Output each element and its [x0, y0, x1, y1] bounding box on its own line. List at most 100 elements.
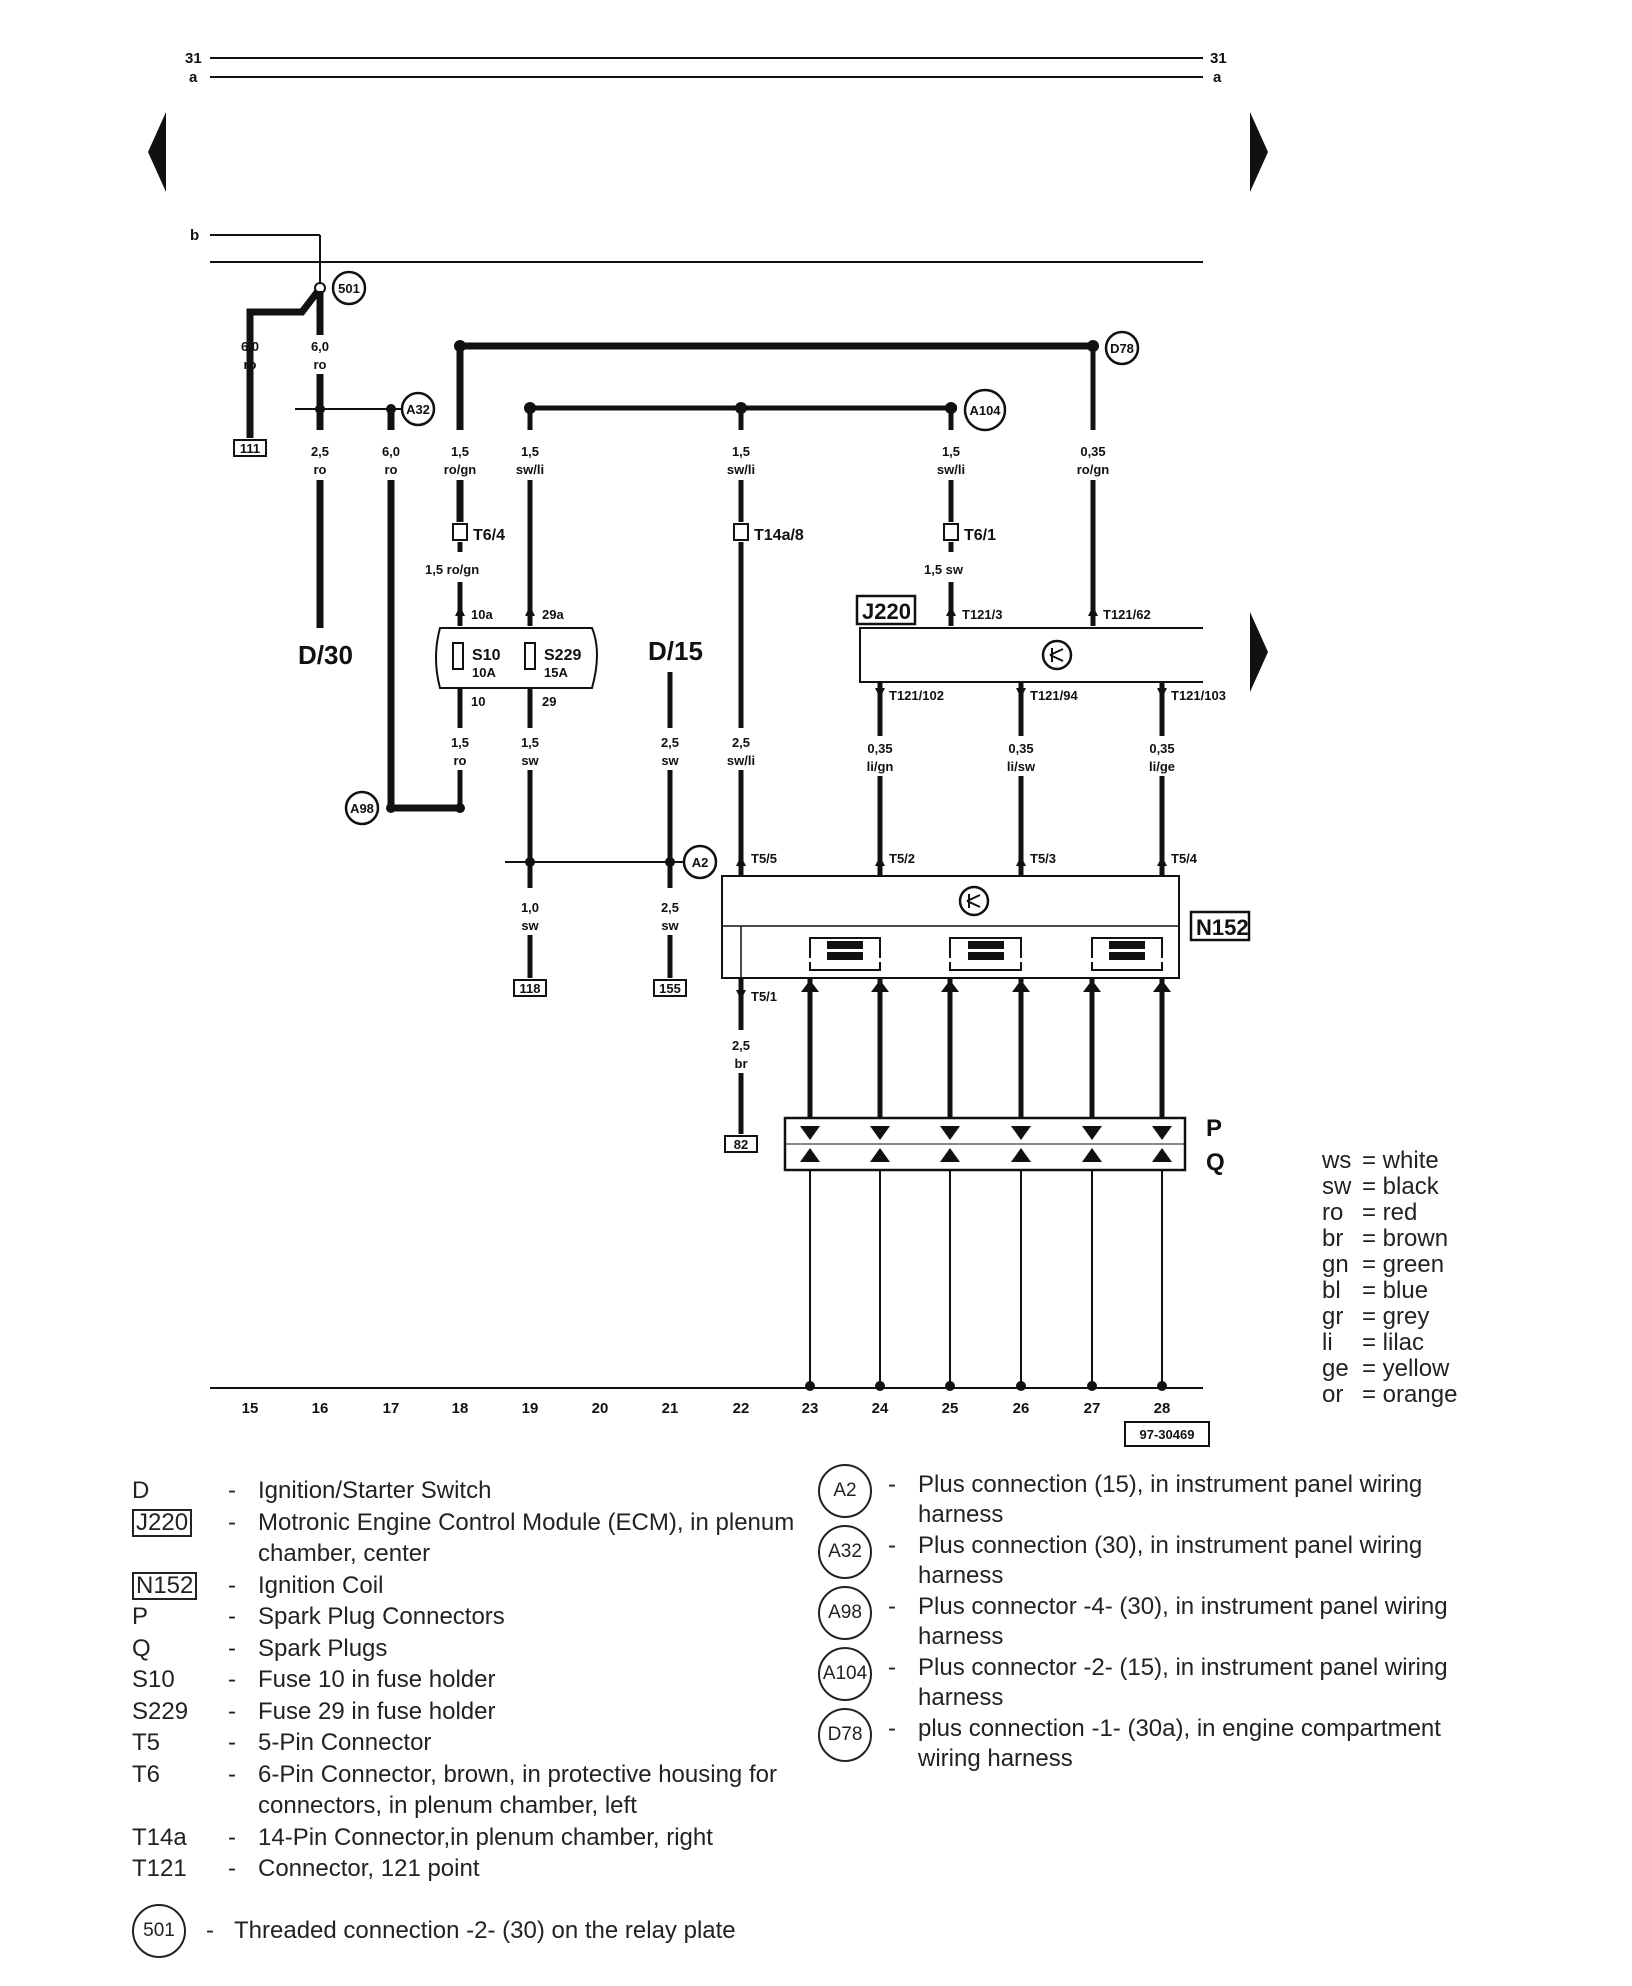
legend-desc: Ignition Coil	[258, 1571, 384, 1599]
track-number: 20	[592, 1400, 609, 1417]
legend-code: S10	[132, 1666, 175, 1693]
track-number: 24	[872, 1400, 889, 1417]
legend-desc: Plus connector -4- (30), in instrument p…	[918, 1593, 1448, 1650]
svg-text:29: 29	[542, 694, 556, 709]
color-code: li	[1322, 1329, 1333, 1356]
svg-text:T121/62: T121/62	[1103, 607, 1151, 622]
legend-row: A98-Plus connector -4- (30), in instrume…	[818, 1586, 1478, 1653]
legend-row: A2-Plus connection (15), in instrument p…	[818, 1464, 1478, 1531]
track-number: 21	[662, 1400, 679, 1417]
svg-text:6,0: 6,0	[311, 339, 329, 354]
svg-text:li/gn: li/gn	[867, 759, 894, 774]
svg-text:sw/li: sw/li	[727, 753, 755, 768]
legend-row: T14a-14-Pin Connector,in plenum chamber,…	[132, 1822, 812, 1854]
switch-d30-label: D/30	[298, 640, 353, 670]
track-number: 26	[1013, 1400, 1030, 1417]
wiring-diagram: 31 a 31 a b 501 6,0 ro 111 6,0 ro A32 2,…	[148, 50, 1268, 1447]
color-name: = brown	[1362, 1225, 1449, 1252]
svg-text:2,5: 2,5	[661, 900, 679, 915]
color-name: = lilac	[1362, 1329, 1425, 1356]
ground-a104-marker	[963, 388, 1007, 432]
legend-row: D-Ignition/Starter Switch	[132, 1475, 812, 1507]
svg-text:T121/103: T121/103	[1171, 688, 1226, 703]
legend-circle: A98	[818, 1586, 872, 1640]
track-number: 16	[312, 1400, 329, 1417]
legend-row: J220-Motronic Engine Control Module (ECM…	[132, 1507, 812, 1570]
spark-plugs-label: Q	[1206, 1149, 1225, 1176]
svg-text:ro: ro	[314, 357, 327, 372]
track-number: 15	[242, 1400, 259, 1417]
svg-text:A2: A2	[692, 855, 709, 870]
color-code: ge	[1322, 1355, 1349, 1382]
legend-circle: D78	[818, 1708, 872, 1762]
figure-id-box	[1124, 1421, 1210, 1447]
legend-row: S229-Fuse 29 in fuse holder	[132, 1696, 812, 1728]
legend-circle: A104	[818, 1647, 872, 1701]
svg-text:br: br	[735, 1056, 748, 1071]
ref-118	[513, 979, 547, 997]
ecm-box	[859, 627, 1203, 683]
rail-31-label-left: 31	[185, 50, 202, 67]
svg-text:29a: 29a	[542, 607, 564, 622]
color-code: gn	[1322, 1251, 1349, 1278]
rail-a-label-right: a	[1213, 69, 1222, 86]
legend-dash: -	[228, 1729, 236, 1756]
color-name: = grey	[1362, 1303, 1430, 1330]
ground-a32-marker	[400, 391, 436, 427]
legend-desc: Plus connector -2- (15), in instrument p…	[918, 1654, 1448, 1711]
legend-row: A104-Plus connector -2- (15), in instrum…	[818, 1647, 1478, 1714]
continue-right-arrow-2	[1250, 612, 1268, 692]
legend-circle: A32	[818, 1525, 872, 1579]
svg-text:ro: ro	[244, 357, 257, 372]
legend-circle: A2	[818, 1464, 872, 1518]
connector-t14a-8: T14a/8	[754, 527, 804, 544]
legend-dash: -	[228, 1634, 236, 1662]
svg-text:ro: ro	[385, 462, 398, 477]
legend-desc: 6-Pin Connector, brown, in protective ho…	[258, 1760, 777, 1820]
rail-b-label: b	[190, 227, 199, 244]
ecm-label: J220	[862, 599, 911, 624]
color-name: = yellow	[1362, 1355, 1450, 1382]
svg-text:10a: 10a	[471, 607, 493, 622]
track-number: 22	[733, 1400, 750, 1417]
legend-desc: Plus connection (30), in instrument pane…	[918, 1532, 1423, 1589]
svg-text:li/sw: li/sw	[1007, 759, 1036, 774]
legend-circle: 501	[132, 1904, 186, 1958]
svg-text:6,0: 6,0	[382, 444, 400, 459]
coil-windings	[809, 937, 1163, 971]
svg-text:sw: sw	[661, 753, 679, 768]
svg-text:ro/gn: ro/gn	[444, 462, 477, 477]
svg-text:sw/li: sw/li	[937, 462, 965, 477]
spark-plug-arrows	[800, 1126, 1172, 1162]
legend-row: P-Spark Plug Connectors	[132, 1601, 812, 1633]
svg-text:1,5 ro/gn: 1,5 ro/gn	[425, 562, 479, 577]
track-number: 18	[452, 1400, 469, 1417]
svg-text:S229: S229	[544, 647, 581, 664]
fuse-holder	[435, 627, 598, 689]
legend-dash: -	[228, 1571, 236, 1599]
svg-text:A98: A98	[350, 801, 374, 816]
svg-text:111: 111	[240, 441, 260, 456]
svg-text:1,5 sw: 1,5 sw	[924, 562, 964, 577]
legend-dash: -	[888, 1715, 896, 1742]
legend-row: S10-Fuse 10 in fuse holder	[132, 1664, 812, 1696]
svg-text:118: 118	[520, 981, 541, 996]
svg-text:T5/4: T5/4	[1171, 851, 1198, 866]
fuse-s10	[452, 642, 464, 670]
legend-dash: -	[888, 1593, 896, 1620]
svg-text:D78: D78	[1110, 341, 1134, 356]
ground-a98-marker	[344, 790, 380, 826]
svg-text:2,5: 2,5	[311, 444, 329, 459]
ref-82	[724, 1135, 758, 1153]
legend-dash: -	[228, 1508, 236, 1536]
legend-dash: -	[228, 1666, 236, 1693]
svg-text:li/ge: li/ge	[1149, 759, 1175, 774]
legend-dash: -	[888, 1532, 896, 1559]
svg-text:0,35: 0,35	[1080, 444, 1105, 459]
legend-dash: -	[228, 1603, 236, 1630]
svg-text:15A: 15A	[544, 665, 568, 680]
legend-desc: Spark Plug Connectors	[258, 1603, 505, 1630]
color-code: sw	[1322, 1173, 1352, 1200]
track-number: 25	[942, 1400, 959, 1417]
ecm-label-box	[855, 594, 917, 626]
